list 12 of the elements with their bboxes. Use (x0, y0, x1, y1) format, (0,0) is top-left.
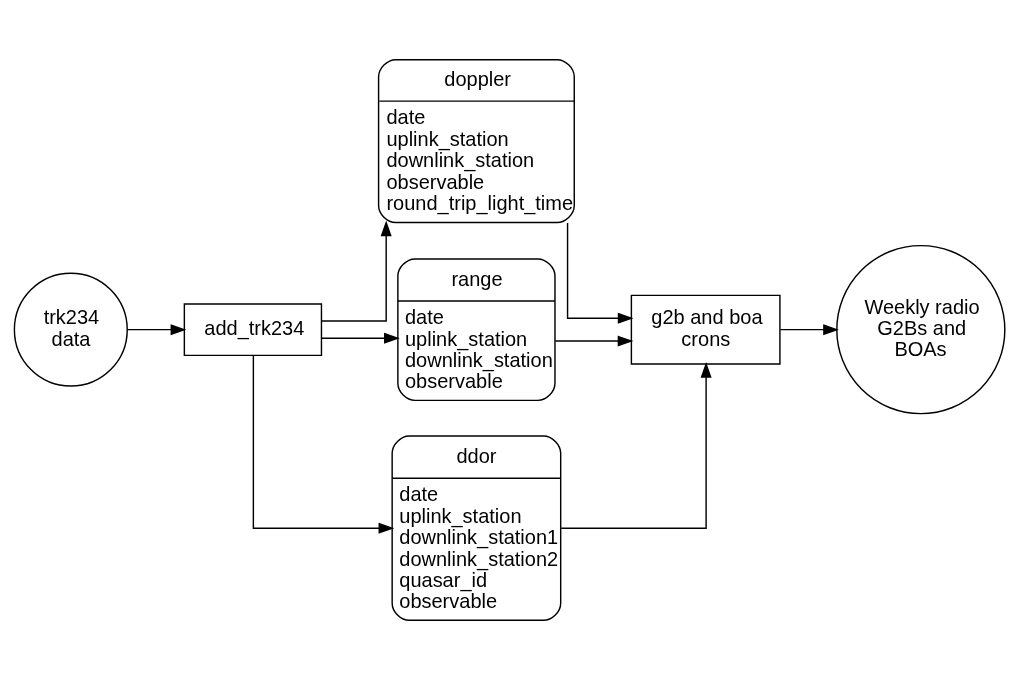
arrow (321, 332, 400, 344)
arrow (779, 324, 839, 336)
node-box: add_trk234 (183, 303, 323, 357)
arrow (554, 335, 634, 347)
node-circle: trk234 data (13, 272, 128, 387)
arrow (560, 362, 712, 529)
arrow (566, 222, 634, 324)
node-circle: Weekly radio G2Bs and BOAs (836, 244, 1006, 415)
arrow (252, 354, 395, 534)
node-box: g2b and boa crons (630, 294, 781, 365)
arrow (126, 324, 187, 336)
arrow (320, 220, 392, 322)
